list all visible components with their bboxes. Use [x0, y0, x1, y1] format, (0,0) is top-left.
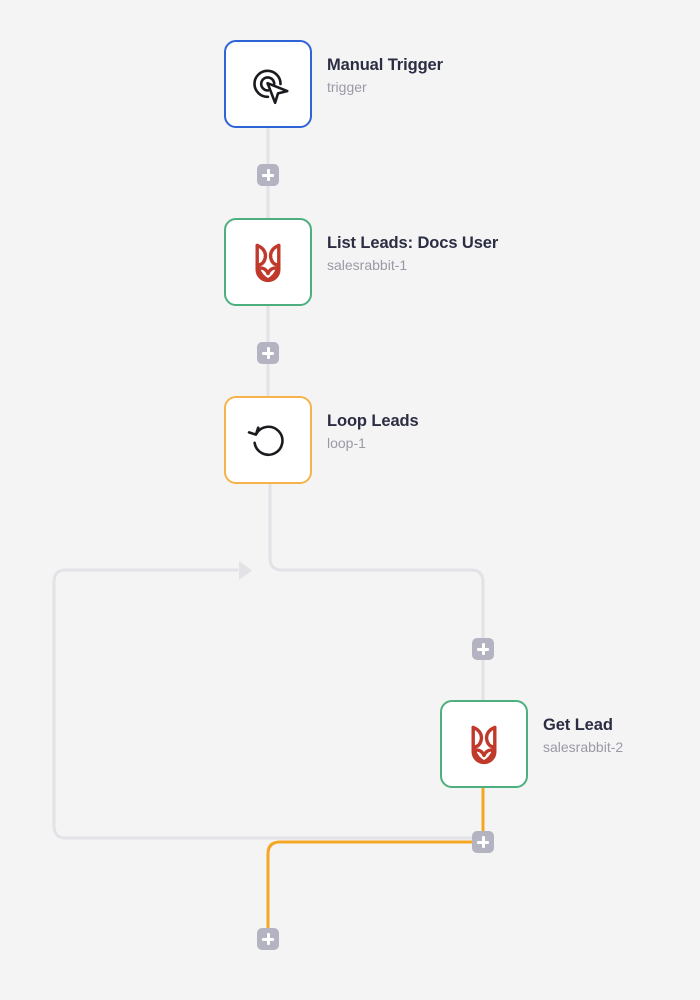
- cursor-target-icon: [253, 69, 289, 105]
- node-salesrabbit-2[interactable]: [440, 700, 528, 788]
- cursor-arrow-shape: [266, 81, 289, 105]
- node-salesrabbit-1[interactable]: [224, 218, 312, 306]
- add-node-button-after-trigger[interactable]: [257, 164, 279, 186]
- add-node-button-after-salesrabbit-1[interactable]: [257, 342, 279, 364]
- node-trigger-subtitle: trigger: [327, 79, 367, 95]
- loop-back-arrowhead: [239, 561, 252, 580]
- add-node-button-before-get-lead[interactable]: [472, 638, 494, 660]
- salesrabbit-icon: [255, 243, 281, 283]
- node-salesrabbit-1-labels: List Leads: Docs User salesrabbit-1: [327, 233, 498, 275]
- loop-refresh-icon: [247, 425, 284, 457]
- node-loop-1[interactable]: [224, 396, 312, 484]
- node-salesrabbit-1-title: List Leads: Docs User: [327, 234, 499, 252]
- node-loop-1-labels: Loop Leads loop-1: [327, 411, 419, 453]
- node-trigger-labels: Manual Trigger trigger: [327, 55, 443, 97]
- node-salesrabbit-1-subtitle: salesrabbit-1: [327, 257, 408, 273]
- add-node-button-after-get-lead[interactable]: [472, 831, 494, 853]
- node-trigger-title: Manual Trigger: [327, 56, 443, 74]
- node-loop-1-title: Loop Leads: [327, 412, 419, 430]
- edge-loop-to-get-lead: [268, 482, 485, 702]
- node-trigger[interactable]: [224, 40, 312, 128]
- node-salesrabbit-2-title: Get Lead: [543, 716, 613, 734]
- edge-loop-back-return: [52, 568, 485, 840]
- add-node-button-loop-done-branch[interactable]: [257, 928, 279, 950]
- node-salesrabbit-2-subtitle: salesrabbit-2: [543, 739, 624, 755]
- node-salesrabbit-2-labels: Get Lead salesrabbit-2: [543, 715, 623, 757]
- node-loop-1-subtitle: loop-1: [327, 435, 366, 451]
- edge-loop-done-branch: [266, 840, 483, 932]
- salesrabbit-icon: [471, 725, 497, 765]
